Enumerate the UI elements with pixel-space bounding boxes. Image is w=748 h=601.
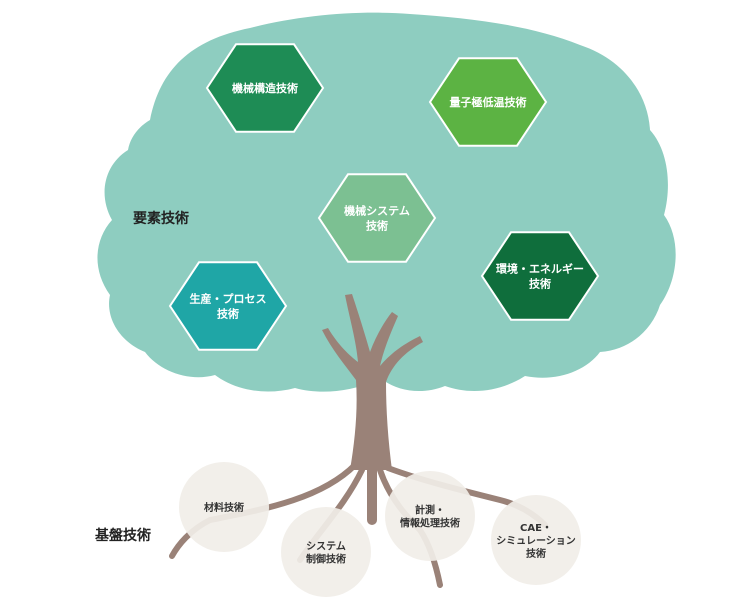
base-node-materials: 材料技術 — [179, 462, 269, 552]
base-node-label: 計測・ — [415, 504, 445, 517]
element-node-label: 環境・エネルギー — [496, 262, 584, 276]
element-node-label: 生産・プロセス — [190, 292, 267, 306]
base-node-label: 制御技術 — [306, 553, 346, 566]
base-node-measurement-info: 計測・情報処理技術 — [385, 471, 475, 561]
base-node-label: CAE・ — [520, 523, 552, 534]
element-node-label: 機械システム — [344, 204, 410, 218]
element-node-label: 機械構造技術 — [232, 81, 298, 95]
base-node-label: シミュレーション — [496, 535, 576, 547]
base-node-label: 材料技術 — [204, 501, 244, 514]
base-node-label: 情報処理技術 — [400, 517, 460, 530]
element-node-label: 量子極低温技術 — [450, 95, 527, 109]
element-node-label: 技術 — [217, 307, 239, 321]
element-node-label: 技術 — [366, 219, 388, 233]
element-tech-label: 要素技術 — [133, 210, 189, 227]
base-node-label: システム — [306, 541, 346, 553]
element-node-label: 技術 — [529, 277, 551, 291]
base-node-label: 技術 — [526, 547, 546, 560]
base-tech-label: 基盤技術 — [95, 527, 151, 544]
